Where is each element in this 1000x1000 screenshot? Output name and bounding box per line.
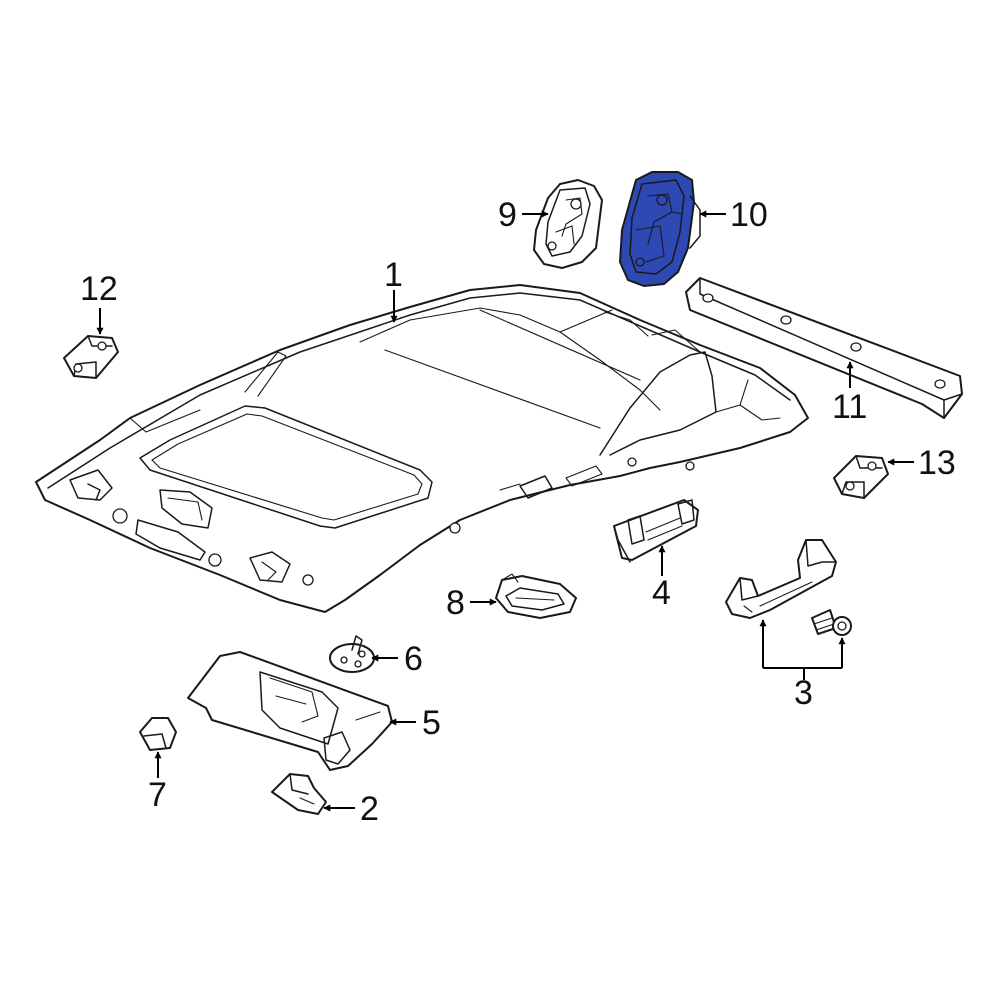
callout-5: 5	[422, 704, 441, 742]
callout-6: 6	[404, 640, 423, 678]
rail-part-11	[685, 277, 963, 419]
callout-1: 1	[384, 256, 403, 294]
callout-4: 4	[652, 574, 671, 612]
screw-part-3	[811, 609, 852, 636]
lamp-part-8	[495, 573, 577, 619]
support-part-6	[329, 635, 375, 673]
callout-12: 12	[80, 270, 118, 308]
sun-visor-part-5	[187, 651, 393, 771]
grab-handle-part-3	[725, 539, 837, 619]
callout-9: 9	[498, 196, 517, 234]
clip-part-7	[139, 717, 177, 751]
bracket-part-4	[613, 499, 699, 563]
bracket-part-9	[533, 179, 603, 269]
leader-lines	[96, 210, 914, 812]
callout-11: 11	[832, 388, 867, 426]
clip-part-13	[833, 455, 889, 499]
callout-10: 10	[730, 196, 768, 234]
bracket-part-10-highlighted	[619, 171, 701, 287]
callout-7: 7	[148, 776, 167, 814]
headliner-part	[35, 284, 809, 613]
callout-2: 2	[360, 790, 379, 828]
callout-8: 8	[446, 584, 465, 622]
clip-part-2	[271, 773, 327, 815]
callout-13: 13	[918, 444, 956, 482]
callout-3: 3	[794, 674, 813, 712]
clip-part-12	[63, 335, 119, 379]
